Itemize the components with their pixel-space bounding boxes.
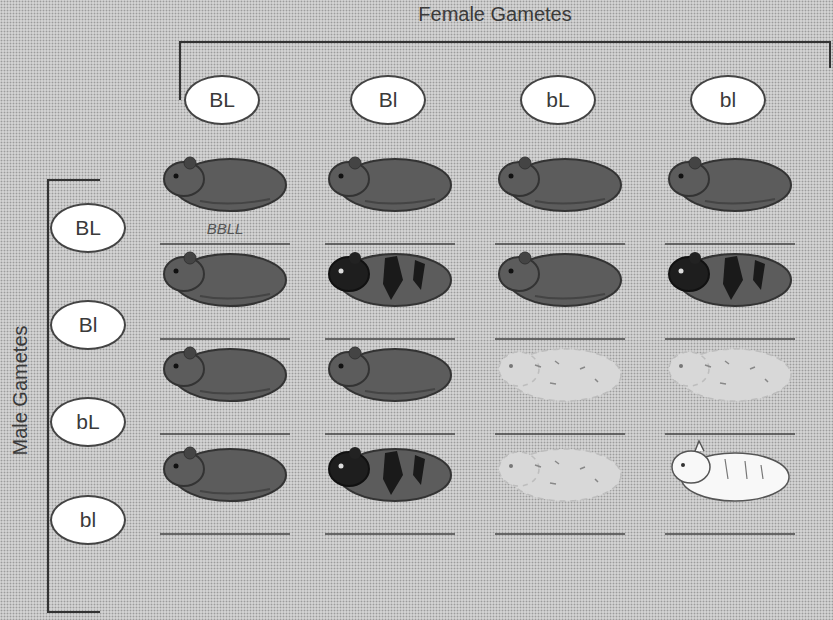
offspring-figure bbox=[669, 349, 791, 401]
offspring-figure bbox=[669, 157, 791, 211]
gamete-label: bL bbox=[546, 88, 569, 112]
offspring-figure bbox=[164, 447, 286, 501]
genotype-text: BBLL bbox=[207, 220, 244, 237]
gamete-circle: BL bbox=[50, 203, 126, 253]
gamete-label: BL bbox=[75, 216, 101, 240]
offspring-figure bbox=[329, 252, 451, 306]
gamete-label: BL bbox=[209, 88, 235, 112]
gamete-circle: bl bbox=[690, 75, 766, 125]
gamete-circle: bL bbox=[50, 397, 126, 447]
offspring-figure bbox=[672, 441, 789, 501]
gamete-label: bl bbox=[80, 508, 96, 532]
offspring-figure bbox=[499, 449, 621, 501]
gamete-circle: bl bbox=[50, 495, 126, 545]
gamete-label: Bl bbox=[379, 88, 398, 112]
gamete-label: bl bbox=[720, 88, 736, 112]
offspring-figure bbox=[499, 252, 621, 306]
offspring-figure bbox=[164, 252, 286, 306]
offspring-figure bbox=[499, 349, 621, 401]
offspring-figure bbox=[329, 447, 451, 501]
gamete-circle: BL bbox=[184, 75, 260, 125]
gamete-circle: Bl bbox=[350, 75, 426, 125]
gamete-label: bL bbox=[76, 410, 99, 434]
gamete-circle: Bl bbox=[50, 300, 126, 350]
axis-title: Male Gametes bbox=[9, 325, 32, 455]
offspring-figure bbox=[329, 157, 451, 211]
genotype-lines bbox=[160, 244, 795, 534]
offspring-figure bbox=[329, 347, 451, 401]
gamete-label: Bl bbox=[79, 313, 98, 337]
offspring-figure bbox=[164, 347, 286, 401]
offspring-figure bbox=[164, 157, 286, 211]
axis-title: Female Gametes bbox=[418, 3, 571, 26]
offspring-figure bbox=[499, 157, 621, 211]
gamete-circle: bL bbox=[520, 75, 596, 125]
offspring-figure bbox=[669, 252, 791, 306]
